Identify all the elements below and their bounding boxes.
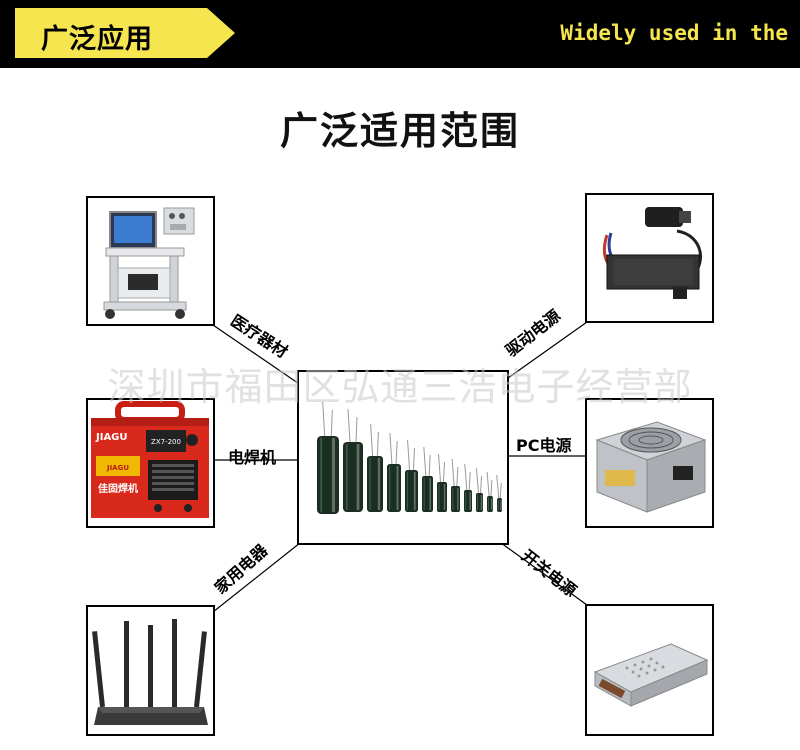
- capacitor-part: [428, 454, 431, 477]
- capacitor-part: [376, 431, 379, 457]
- capacitor-part: [317, 436, 339, 514]
- top-banner: 广泛应用 Widely used in the: [0, 0, 800, 68]
- capacitor-part: [456, 466, 459, 487]
- capacitor-part: [490, 479, 493, 497]
- section-tag: 广泛应用: [15, 8, 235, 58]
- capacitor-part: [464, 463, 468, 491]
- pc-power-supply-icon: [595, 421, 707, 513]
- capacitor-part: [347, 408, 351, 443]
- capacitors-icon: [299, 372, 507, 543]
- capacitor-part: [422, 476, 433, 512]
- capacitor-part: [465, 492, 467, 510]
- capacitor-part: [480, 495, 483, 510]
- capacitor-part: [395, 440, 398, 465]
- capacitor-part: [423, 446, 427, 477]
- capacitor-part: [468, 471, 471, 491]
- capacitor-part: [423, 478, 425, 510]
- capacitor-part: [451, 458, 455, 487]
- welder-brand-plate: JIAGU: [106, 464, 129, 472]
- capacitor-part: [369, 458, 371, 510]
- section-tag-label: 广泛应用: [41, 24, 153, 55]
- capacitor-part: [356, 444, 360, 510]
- capacitor-part: [499, 482, 502, 499]
- capacitor-part: [330, 409, 333, 437]
- capacitor-part: [407, 439, 411, 471]
- capacitor-part: [469, 492, 471, 510]
- capacitor-part: [346, 444, 348, 510]
- capacitor-part: [322, 401, 326, 437]
- switching-power-supply-icon: [593, 643, 709, 707]
- shop-watermark: 深圳市福田区弘通三浩电子经营部: [107, 365, 693, 409]
- capacitor-part: [367, 456, 383, 512]
- capacitor-part: [429, 478, 432, 510]
- capacitor-part: [370, 423, 374, 457]
- capacitor-part: [331, 438, 336, 512]
- capacitor-part: [320, 438, 323, 512]
- welder-plate-text: 佳固焊机: [98, 482, 138, 495]
- capacitor-part: [491, 498, 493, 510]
- capacitor-part: [475, 467, 479, 494]
- medical-cart-icon: [103, 207, 195, 319]
- capacitor-part: [406, 472, 408, 510]
- welder-model-text: ZX7-200: [151, 438, 181, 446]
- capacitor-part: [477, 495, 479, 510]
- capacitor-part: [452, 488, 454, 510]
- capacitor-part: [389, 432, 393, 465]
- capacitor-part: [355, 416, 358, 443]
- capacitor-part: [486, 471, 490, 497]
- wifi-router-icon: [92, 619, 208, 725]
- application-image-pc-power: [585, 398, 714, 528]
- capacitor-part: [480, 475, 483, 494]
- banner-english-text: Widely used in the: [560, 21, 788, 45]
- led-driver-icon: [602, 207, 702, 299]
- application-label-pc: PC电源: [516, 436, 572, 455]
- capacitor-part: [497, 500, 499, 510]
- capacitor-part: [487, 498, 489, 510]
- capacitor-part: [396, 466, 399, 510]
- capacitor-part: [457, 488, 459, 510]
- capacitor-part: [500, 500, 502, 510]
- capacitor-part: [438, 453, 441, 483]
- application-image-switching: [585, 604, 714, 736]
- capacitor-part: [412, 447, 415, 471]
- application-label-welder: 电焊机: [228, 448, 277, 467]
- welding-machine-icon: JIAGU ZX7-200 JIAGU 佳固焊机: [91, 401, 209, 518]
- capacitor-part: [443, 484, 446, 510]
- capacitor-part: [443, 461, 445, 483]
- page-title: 广泛适用范围: [279, 109, 520, 153]
- application-image-medical: [86, 196, 215, 326]
- application-image-appliances: [86, 605, 215, 736]
- tag-arrow-shape: [15, 8, 235, 58]
- capacitor-part: [389, 466, 391, 510]
- capacitor-part: [377, 458, 381, 510]
- center-product-image: [297, 370, 509, 545]
- capacitor-part: [496, 474, 500, 499]
- capacitor-part: [413, 472, 416, 510]
- application-image-driver: [585, 193, 714, 323]
- application-image-welder: JIAGU ZX7-200 JIAGU 佳固焊机: [86, 398, 215, 528]
- capacitor-part: [438, 484, 440, 510]
- welder-brand-text: JIAGU: [95, 432, 128, 443]
